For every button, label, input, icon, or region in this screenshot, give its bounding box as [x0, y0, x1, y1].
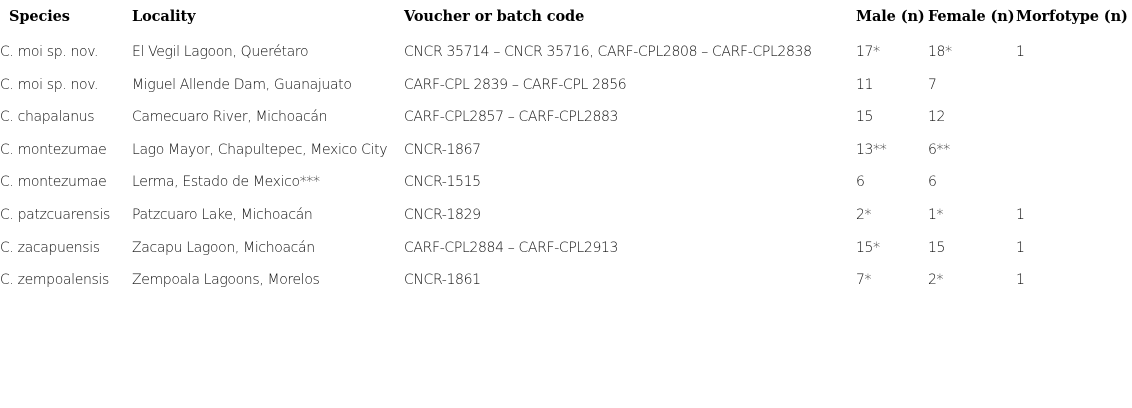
cell-morfotype: 1: [1016, 206, 1025, 223]
cell-locality: El Vegil Lagoon, Querétaro: [132, 44, 309, 60]
table-row: C. montezumae Lerma, Estado de Mexico***…: [0, 166, 1132, 199]
cell-male: 15: [856, 109, 874, 126]
cell-voucher: CNCR-1829: [404, 206, 481, 223]
cell-female: 6: [928, 174, 937, 191]
cell-morfotype: 1: [1016, 44, 1025, 60]
cell-male: 2*: [856, 206, 872, 223]
cell-morfotype: [1016, 69, 1132, 102]
cell-species: C. zempoalensis: [0, 272, 109, 289]
column-header-locality: Locality: [132, 8, 196, 25]
column-header-male: Male (n): [856, 8, 925, 25]
cell-female: 18*: [928, 44, 952, 60]
cell-female: 6**: [928, 141, 950, 158]
cell-voucher: CNCR-1861: [404, 272, 481, 289]
cell-species: C. moi sp. nov.: [0, 44, 99, 60]
cell-locality: Zempoala Lagoons, Morelos: [132, 272, 320, 289]
cell-species: C. patzcuarensis: [0, 206, 110, 223]
column-header-voucher: Voucher or batch code: [404, 8, 585, 25]
column-header-morfotype: Morfotype (n): [1016, 8, 1128, 25]
cell-species: C. montezumae: [0, 174, 107, 191]
cell-species: C. zacapuensis: [0, 239, 100, 256]
column-header-species: Species: [9, 8, 70, 25]
cell-morfotype: [1016, 134, 1132, 167]
cell-male: 13**: [856, 141, 887, 158]
cell-voucher: CNCR-1515: [404, 174, 481, 191]
cell-male: 17*: [856, 44, 880, 60]
cell-female: 15: [928, 239, 946, 256]
cell-morfotype: [1016, 101, 1132, 134]
header-row: Species Locality Voucher or batch code M…: [0, 0, 1132, 36]
cell-locality: Camecuaro River, Michoacán: [132, 109, 328, 126]
cell-morfotype: 1: [1016, 272, 1025, 289]
cell-voucher: CARF-CPL2857 – CARF-CPL2883: [404, 109, 619, 126]
cell-female: 2*: [928, 272, 944, 289]
cell-male: 7*: [856, 272, 872, 289]
table-row: C. moi sp. nov. Miguel Allende Dam, Guan…: [0, 69, 1132, 102]
table-row: C. zacapuensis Zacapu Lagoon, Michoacán …: [0, 232, 1132, 265]
cell-voucher: CARF-CPL2884 – CARF-CPL2913: [404, 239, 619, 256]
cell-locality: Patzcuaro Lake, Michoacán: [132, 206, 313, 223]
cell-species: C. montezumae: [0, 141, 107, 158]
table-row: C. patzcuarensis Patzcuaro Lake, Michoac…: [0, 199, 1132, 232]
cell-locality: Lago Mayor, Chapultepec, Mexico City: [132, 141, 388, 158]
cell-species: C. moi sp. nov.: [0, 76, 99, 93]
cell-species: C. chapalanus: [0, 109, 95, 126]
table-row: C. chapalanus Camecuaro River, Michoacán…: [0, 101, 1132, 134]
table-body: C. moi sp. nov. El Vegil Lagoon, Queréta…: [0, 36, 1132, 297]
cell-male: 6: [856, 174, 865, 191]
specimen-table: Species Locality Voucher or batch code M…: [0, 0, 1132, 297]
cell-male: 15*: [856, 239, 880, 256]
cell-voucher: CARF-CPL 2839 – CARF-CPL 2856: [404, 76, 627, 93]
table-row: C. zempoalensis Zempoala Lagoons, Morelo…: [0, 264, 1132, 297]
cell-morfotype: [1016, 166, 1132, 199]
cell-male: 11: [856, 76, 874, 93]
cell-locality: Zacapu Lagoon, Michoacán: [132, 239, 315, 256]
cell-voucher: CNCR 35714 – CNCR 35716, CARF-CPL2808 – …: [404, 44, 812, 60]
cell-locality: Lerma, Estado de Mexico***: [132, 174, 320, 191]
cell-female: 1*: [928, 206, 944, 223]
column-header-female: Female (n): [928, 8, 1015, 25]
cell-locality: Miguel Allende Dam, Guanajuato: [132, 76, 352, 93]
cell-morfotype: 1: [1016, 239, 1025, 256]
table-row: C. montezumae Lago Mayor, Chapultepec, M…: [0, 134, 1132, 167]
cell-female: 7: [928, 76, 937, 93]
table-header: Species Locality Voucher or batch code M…: [0, 0, 1132, 36]
table-row: C. moi sp. nov. El Vegil Lagoon, Queréta…: [0, 36, 1132, 69]
cell-voucher: CNCR-1867: [404, 141, 481, 158]
cell-female: 12: [928, 109, 946, 126]
